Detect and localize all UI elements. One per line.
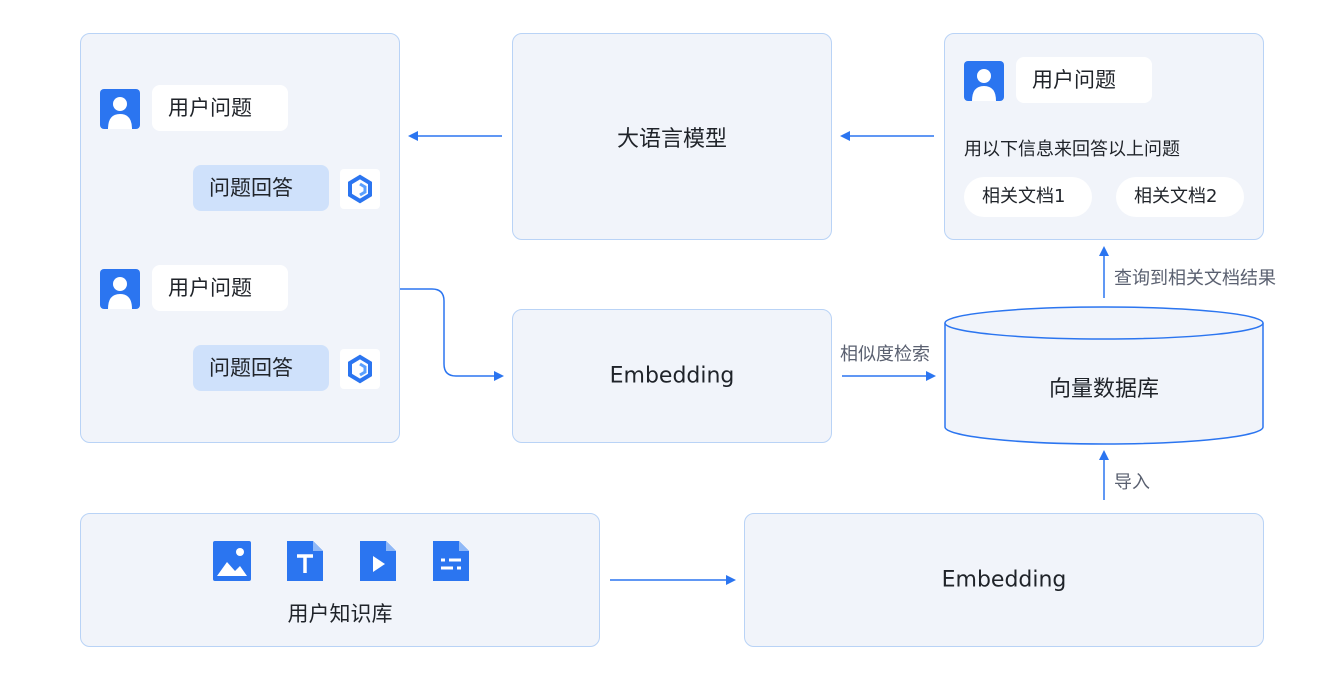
knowledge-base-box: 用户知识库 xyxy=(80,513,600,647)
video-file-icon xyxy=(358,540,398,582)
arrow-question-to-embedding xyxy=(300,288,504,381)
user-avatar-icon xyxy=(100,269,140,309)
embedding-box: Embedding xyxy=(512,309,832,443)
llm-label: 大语言模型 xyxy=(616,126,727,152)
vector-database-label: 向量数据库 xyxy=(1048,377,1159,402)
user-avatar-icon xyxy=(100,89,140,129)
text-file-icon xyxy=(285,540,325,582)
knowledge-base-label: 用户知识库 xyxy=(287,602,393,626)
prompt-instruction: 用以下信息来回答以上问题 xyxy=(964,139,1180,160)
embedding-label: Embedding xyxy=(609,363,735,389)
answer-bubble: 问题回答 xyxy=(193,345,329,391)
assistant-logo-icon xyxy=(340,349,380,389)
query-results-label: 查询到相关文档结果 xyxy=(1114,268,1276,289)
user-question-bubble: 用户问题 xyxy=(1016,57,1152,103)
embedding-bottom-label: Embedding xyxy=(941,567,1067,593)
import-label: 导入 xyxy=(1114,472,1150,493)
user-avatar-icon xyxy=(964,61,1004,101)
embedding-bottom-box: Embedding xyxy=(744,513,1264,647)
similarity-search-label: 相似度检索 xyxy=(840,344,930,365)
related-doc-1: 相关文档1 xyxy=(964,177,1092,217)
answer-bubble: 问题回答 xyxy=(193,165,329,211)
prompt-panel: 用户问题 用以下信息来回答以上问题 相关文档1 相关文档2 xyxy=(944,33,1264,240)
related-doc-2: 相关文档2 xyxy=(1116,177,1244,217)
user-question-bubble: 用户问题 xyxy=(152,265,288,311)
image-file-icon xyxy=(212,540,252,582)
list-file-icon xyxy=(431,540,471,582)
assistant-logo-icon xyxy=(340,169,380,209)
llm-box: 大语言模型 xyxy=(512,33,832,240)
chat-panel: 用户问题 问题回答 用户问题 问题回答 xyxy=(80,33,400,443)
user-question-bubble: 用户问题 xyxy=(152,85,288,131)
vector-database: 向量数据库 xyxy=(944,305,1264,447)
